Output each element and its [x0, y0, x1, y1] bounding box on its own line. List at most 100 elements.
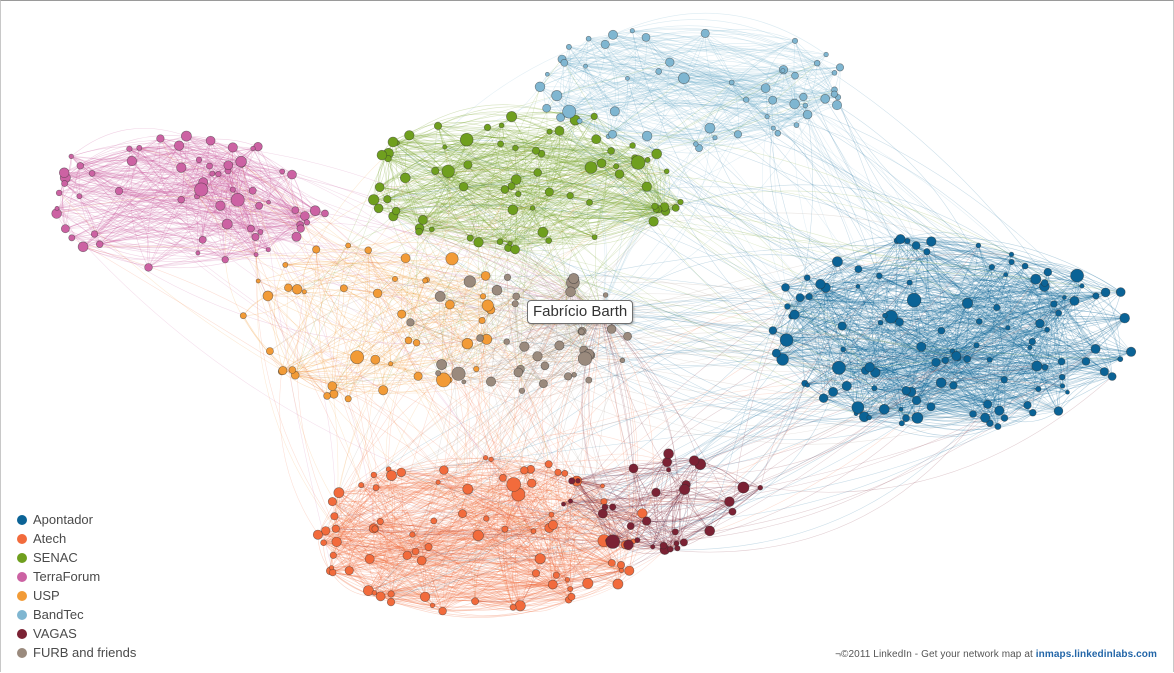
contact-node[interactable]	[705, 123, 715, 133]
contact-node[interactable]	[313, 246, 320, 253]
contact-node[interactable]	[334, 488, 344, 498]
contact-node[interactable]	[452, 367, 465, 380]
contact-node[interactable]	[545, 188, 553, 196]
contact-node[interactable]	[481, 271, 490, 280]
contact-node[interactable]	[145, 264, 153, 272]
contact-node[interactable]	[667, 546, 673, 552]
contact-node[interactable]	[674, 541, 679, 546]
contact-node[interactable]	[663, 458, 672, 467]
contact-node[interactable]	[458, 510, 466, 518]
contact-node[interactable]	[666, 58, 675, 67]
contact-node[interactable]	[463, 484, 473, 494]
legend-item-senac[interactable]: SENAC	[17, 548, 136, 567]
contact-node[interactable]	[401, 254, 410, 263]
contact-node[interactable]	[675, 546, 680, 551]
contact-node[interactable]	[459, 182, 468, 191]
contact-node[interactable]	[538, 227, 548, 237]
contact-node[interactable]	[372, 526, 378, 532]
contact-node[interactable]	[592, 135, 601, 144]
contact-node[interactable]	[247, 225, 254, 232]
contact-node[interactable]	[324, 392, 331, 399]
contact-node[interactable]	[492, 285, 502, 295]
contact-node[interactable]	[852, 402, 864, 414]
contact-node[interactable]	[651, 545, 655, 549]
contact-node[interactable]	[630, 29, 634, 33]
contact-node[interactable]	[77, 162, 84, 169]
contact-node[interactable]	[196, 157, 202, 163]
contact-node[interactable]	[829, 387, 838, 396]
legend-item-furb[interactable]: FURB and friends	[17, 643, 136, 662]
contact-node[interactable]	[359, 482, 364, 487]
inmaps-link[interactable]: inmaps.linkedinlabs.com	[1036, 649, 1157, 660]
contact-node[interactable]	[592, 235, 597, 240]
contact-node[interactable]	[553, 572, 559, 578]
contact-node[interactable]	[89, 170, 95, 176]
contact-node[interactable]	[436, 480, 440, 484]
contact-node[interactable]	[513, 293, 520, 300]
contact-node[interactable]	[460, 133, 473, 146]
contact-node[interactable]	[995, 406, 1004, 415]
contact-node[interactable]	[552, 90, 562, 100]
contact-node[interactable]	[598, 509, 607, 518]
contact-node[interactable]	[734, 131, 741, 138]
contact-node[interactable]	[482, 300, 493, 311]
contact-node[interactable]	[780, 334, 793, 347]
contact-node[interactable]	[412, 548, 419, 555]
contact-node[interactable]	[368, 195, 379, 206]
contact-node[interactable]	[620, 358, 625, 363]
contact-node[interactable]	[899, 407, 903, 411]
contact-node[interactable]	[365, 247, 372, 254]
contact-node[interactable]	[1044, 268, 1052, 276]
legend-item-usp[interactable]: USP	[17, 586, 136, 605]
contact-node[interactable]	[231, 193, 244, 206]
contact-node[interactable]	[398, 310, 406, 318]
contact-node[interactable]	[377, 518, 383, 524]
contact-node[interactable]	[782, 283, 790, 291]
contact-node[interactable]	[413, 339, 420, 346]
contact-node[interactable]	[442, 165, 455, 178]
contact-node[interactable]	[410, 532, 416, 538]
contact-node[interactable]	[363, 586, 373, 596]
contact-node[interactable]	[564, 373, 572, 381]
contact-node[interactable]	[597, 159, 606, 168]
contact-node[interactable]	[279, 366, 287, 374]
contact-node[interactable]	[216, 201, 226, 211]
contact-node[interactable]	[579, 329, 585, 335]
contact-node[interactable]	[506, 111, 516, 121]
contact-node[interactable]	[652, 203, 658, 209]
contact-node[interactable]	[206, 163, 212, 169]
contact-node[interactable]	[642, 517, 651, 526]
contact-node[interactable]	[942, 357, 949, 364]
contact-node[interactable]	[678, 199, 684, 205]
contact-node[interactable]	[1009, 252, 1014, 257]
contact-node[interactable]	[927, 237, 937, 247]
contact-node[interactable]	[78, 242, 88, 252]
contact-node[interactable]	[569, 478, 575, 484]
contact-node[interactable]	[917, 342, 926, 351]
contact-node[interactable]	[903, 415, 910, 422]
contact-node[interactable]	[758, 485, 763, 490]
contact-node[interactable]	[508, 205, 518, 215]
contact-node[interactable]	[328, 497, 336, 505]
contact-node[interactable]	[423, 278, 428, 283]
contact-node[interactable]	[765, 114, 769, 118]
contact-node[interactable]	[115, 187, 123, 195]
contact-node[interactable]	[932, 358, 941, 367]
contact-node[interactable]	[329, 569, 336, 576]
contact-node[interactable]	[1116, 288, 1125, 297]
contact-node[interactable]	[549, 512, 554, 517]
contact-node[interactable]	[507, 478, 521, 492]
focus-node-label[interactable]: Fabrício Barth	[527, 300, 633, 324]
contact-node[interactable]	[1062, 295, 1066, 299]
contact-node[interactable]	[608, 30, 617, 39]
contact-node[interactable]	[289, 367, 296, 374]
contact-node[interactable]	[1029, 338, 1036, 345]
contact-node[interactable]	[1100, 368, 1108, 376]
contact-node[interactable]	[284, 284, 292, 292]
contact-node[interactable]	[983, 400, 991, 408]
contact-node[interactable]	[425, 543, 432, 550]
contact-node[interactable]	[473, 530, 484, 541]
contact-node[interactable]	[228, 143, 237, 152]
contact-node[interactable]	[819, 394, 828, 403]
contact-node[interactable]	[583, 64, 587, 68]
